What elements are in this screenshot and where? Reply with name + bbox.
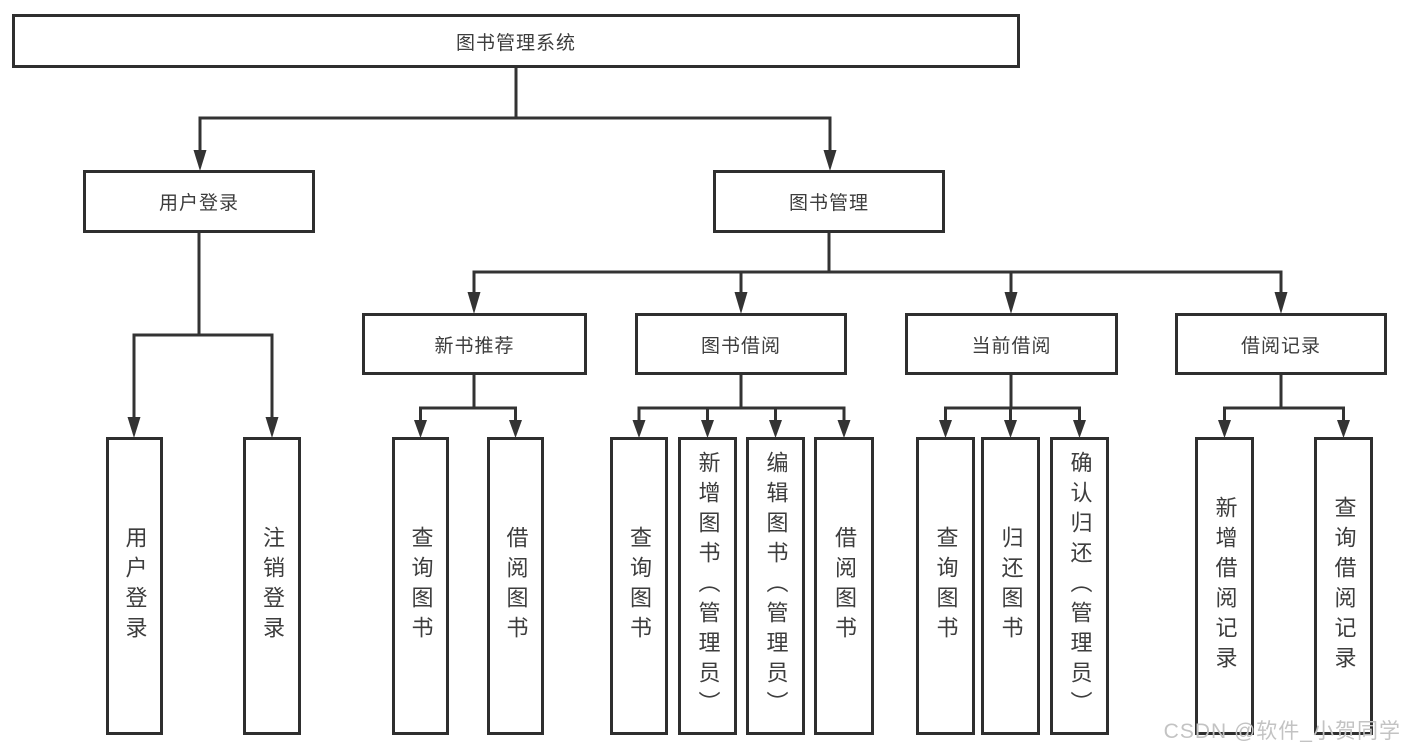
leaf-query-book-borrowing: 查询图书 bbox=[610, 437, 668, 735]
leaf-label: 查询借阅记录 bbox=[1331, 496, 1357, 676]
leaf-borrow-book-recommend: 借阅图书 bbox=[487, 437, 544, 735]
leaf-edit-book-admin: 编辑图书（管理员） bbox=[746, 437, 805, 735]
connectors-new-book bbox=[414, 373, 522, 438]
leaf-label: 注销登录 bbox=[260, 526, 285, 646]
node-book-management: 图书管理 bbox=[713, 170, 945, 233]
node-current-borrowing: 当前借阅 bbox=[905, 313, 1118, 375]
leaf-query-borrow-record: 查询借阅记录 bbox=[1314, 437, 1373, 735]
leaf-label: 查询图书 bbox=[933, 526, 959, 646]
connectors-user-login bbox=[127, 231, 279, 438]
node-library-management-system: 图书管理系统 bbox=[12, 14, 1020, 68]
node-borrowing-records: 借阅记录 bbox=[1175, 313, 1387, 375]
leaf-label: 查询图书 bbox=[627, 526, 652, 646]
leaf-query-book-current: 查询图书 bbox=[916, 437, 975, 735]
leaf-label: 确认归还（管理员） bbox=[1067, 451, 1093, 721]
node-user-login: 用户登录 bbox=[83, 170, 315, 233]
leaf-label: 查询图书 bbox=[408, 526, 434, 646]
leaf-label: 归还图书 bbox=[998, 526, 1024, 646]
leaf-label: 编辑图书（管理员） bbox=[763, 451, 789, 721]
leaf-label: 新增借阅记录 bbox=[1212, 496, 1238, 676]
leaf-logout-login: 注销登录 bbox=[243, 437, 301, 735]
leaf-add-book-admin: 新增图书（管理员） bbox=[678, 437, 737, 735]
node-label: 用户登录 bbox=[158, 193, 239, 214]
connectors-borrowing bbox=[632, 373, 851, 438]
leaf-label: 借阅图书 bbox=[832, 526, 857, 646]
node-label: 借阅记录 bbox=[1240, 335, 1321, 357]
node-label: 新书推荐 bbox=[434, 335, 515, 357]
node-new-book-recommendation: 新书推荐 bbox=[362, 313, 587, 375]
connectors-current bbox=[939, 373, 1086, 438]
leaf-borrow-book-borrowing: 借阅图书 bbox=[814, 437, 874, 735]
node-label: 当前借阅 bbox=[971, 335, 1052, 357]
leaf-add-borrow-record: 新增借阅记录 bbox=[1195, 437, 1254, 735]
connectors-book-management bbox=[467, 231, 1288, 314]
leaf-confirm-return-admin: 确认归还（管理员） bbox=[1050, 437, 1109, 735]
node-label: 图书管理系统 bbox=[455, 32, 576, 54]
leaf-label: 用户登录 bbox=[122, 526, 148, 646]
leaf-return-book: 归还图书 bbox=[981, 437, 1040, 735]
connectors-records bbox=[1218, 373, 1350, 438]
leaf-user-login: 用户登录 bbox=[106, 437, 163, 735]
leaf-label: 借阅图书 bbox=[503, 526, 529, 646]
leaf-label: 新增图书（管理员） bbox=[695, 451, 721, 721]
leaf-query-book-recommend: 查询图书 bbox=[392, 437, 449, 735]
connectors-level-1 bbox=[193, 66, 837, 171]
node-label: 图书借阅 bbox=[700, 335, 781, 357]
node-book-borrowing: 图书借阅 bbox=[635, 313, 847, 375]
watermark: CSDN @软件_小贺同学 bbox=[1163, 720, 1401, 743]
node-label: 图书管理 bbox=[788, 193, 869, 214]
